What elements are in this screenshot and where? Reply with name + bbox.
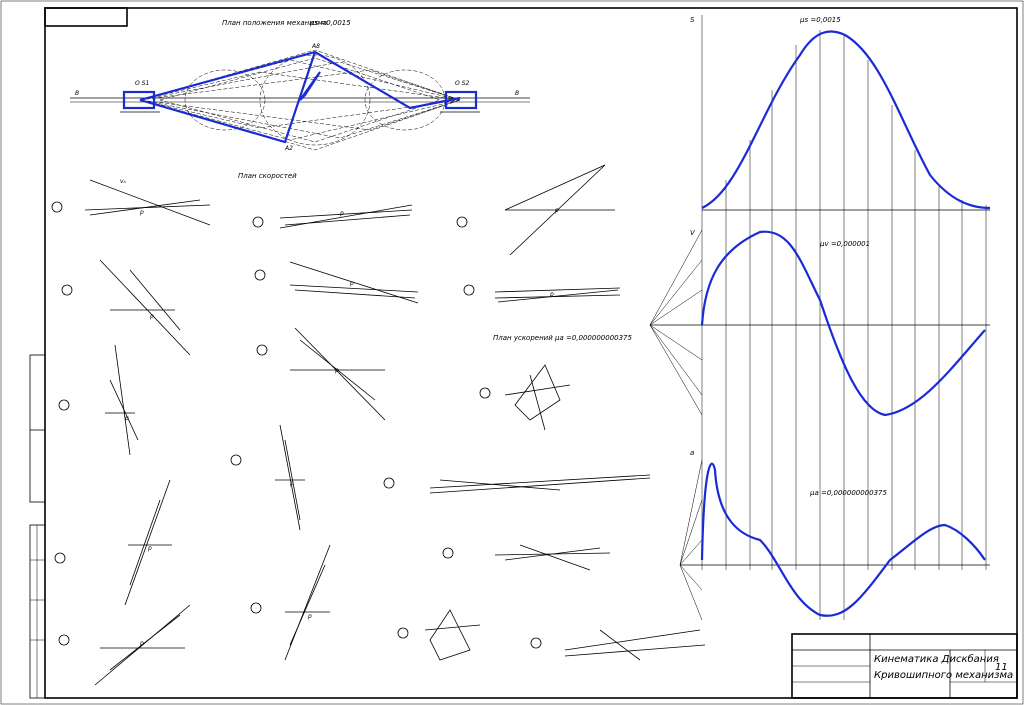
inner-frame xyxy=(44,7,1018,699)
velocity-plan-9: p xyxy=(250,544,331,661)
svg-text:p: p xyxy=(289,480,294,487)
title-name-line1: Кинематика Дискбания xyxy=(874,653,999,665)
diagram-a-scale: μa =0,000000000375 xyxy=(809,489,888,497)
svg-text:A2: A2 xyxy=(284,145,293,152)
velocity-plan-4: p xyxy=(58,604,191,686)
velocities-plan: План скоростей vₐ p p p xyxy=(51,164,621,686)
accel-plan-1 xyxy=(383,474,651,494)
svg-text:p: p xyxy=(124,415,129,422)
velocity-plan-2: p xyxy=(58,344,139,456)
velocity-plan-5: p xyxy=(252,204,413,229)
accel-plan-0 xyxy=(479,364,571,431)
accel-plan-2 xyxy=(442,544,611,571)
title-name-line2: Кривошипного механизма xyxy=(874,670,1013,681)
v-axis-label: V xyxy=(690,229,696,237)
svg-text:O S2: O S2 xyxy=(455,80,469,87)
accel-plan-3 xyxy=(397,609,481,661)
svg-text:p: p xyxy=(139,640,144,647)
positions-plan: План положения механизма μs =0,0015 O S1… xyxy=(70,19,530,152)
svg-text:p: p xyxy=(334,367,339,374)
velocity-plan-0: vₐ p xyxy=(51,178,211,226)
accelerations-plan-scale: μa =0,000000000375 xyxy=(554,334,633,342)
accel-plan-4 xyxy=(530,629,706,661)
svg-text:p: p xyxy=(139,209,144,216)
svg-text:p: p xyxy=(549,291,554,298)
top-left-stamp xyxy=(44,7,128,27)
svg-text:B: B xyxy=(75,90,79,97)
svg-text:p: p xyxy=(339,210,344,217)
s-axis-label: S xyxy=(690,16,695,24)
svg-text:p: p xyxy=(307,613,312,620)
sheet-number: 11 xyxy=(995,662,1008,673)
acceleration-curve xyxy=(700,462,986,617)
diagram-v-scale: μv =0,000001 xyxy=(819,240,870,248)
velocity-plan-6: p xyxy=(254,261,419,304)
svg-text:O S1: O S1 xyxy=(135,80,149,87)
svg-text:vₐ: vₐ xyxy=(120,178,127,185)
svg-text:A8: A8 xyxy=(311,43,320,50)
svg-text:p: p xyxy=(149,313,154,320)
velocities-plan-title: План скоростей xyxy=(238,172,297,180)
accelerations-plan-title: План ускорений xyxy=(493,334,553,342)
a-axis-label: a xyxy=(690,449,694,457)
svg-text:p: p xyxy=(349,280,354,287)
title-block: Кинематика Дискбания Кривошипного механи… xyxy=(791,633,1018,699)
velocity-plan-1: p xyxy=(61,259,191,356)
velocity-plan-10: p xyxy=(456,164,615,256)
velocity-plan-11: p xyxy=(463,284,621,303)
diagram-s-scale: μs =0,0015 xyxy=(799,16,841,24)
svg-text:p: p xyxy=(554,207,559,214)
displacement-curve xyxy=(701,30,991,210)
left-margin-stamp xyxy=(29,354,46,699)
positions-plan-scale: μs =0,0015 xyxy=(309,19,351,27)
velocity-plan-8: p xyxy=(230,424,305,531)
positions-plan-title: План положения механизма xyxy=(222,19,327,27)
velocity-plan-3: p xyxy=(54,479,172,606)
velocity-plan-7: p xyxy=(256,327,386,421)
svg-text:p: p xyxy=(147,545,152,552)
kinematic-diagrams: μs =0,0015 S μv =0,000001 V μa =0,000000… xyxy=(649,15,991,621)
svg-text:B: B xyxy=(515,90,519,97)
velocity-curve xyxy=(700,230,986,417)
accelerations-plan: План ускорений μa =0,000000000375 xyxy=(383,334,706,661)
